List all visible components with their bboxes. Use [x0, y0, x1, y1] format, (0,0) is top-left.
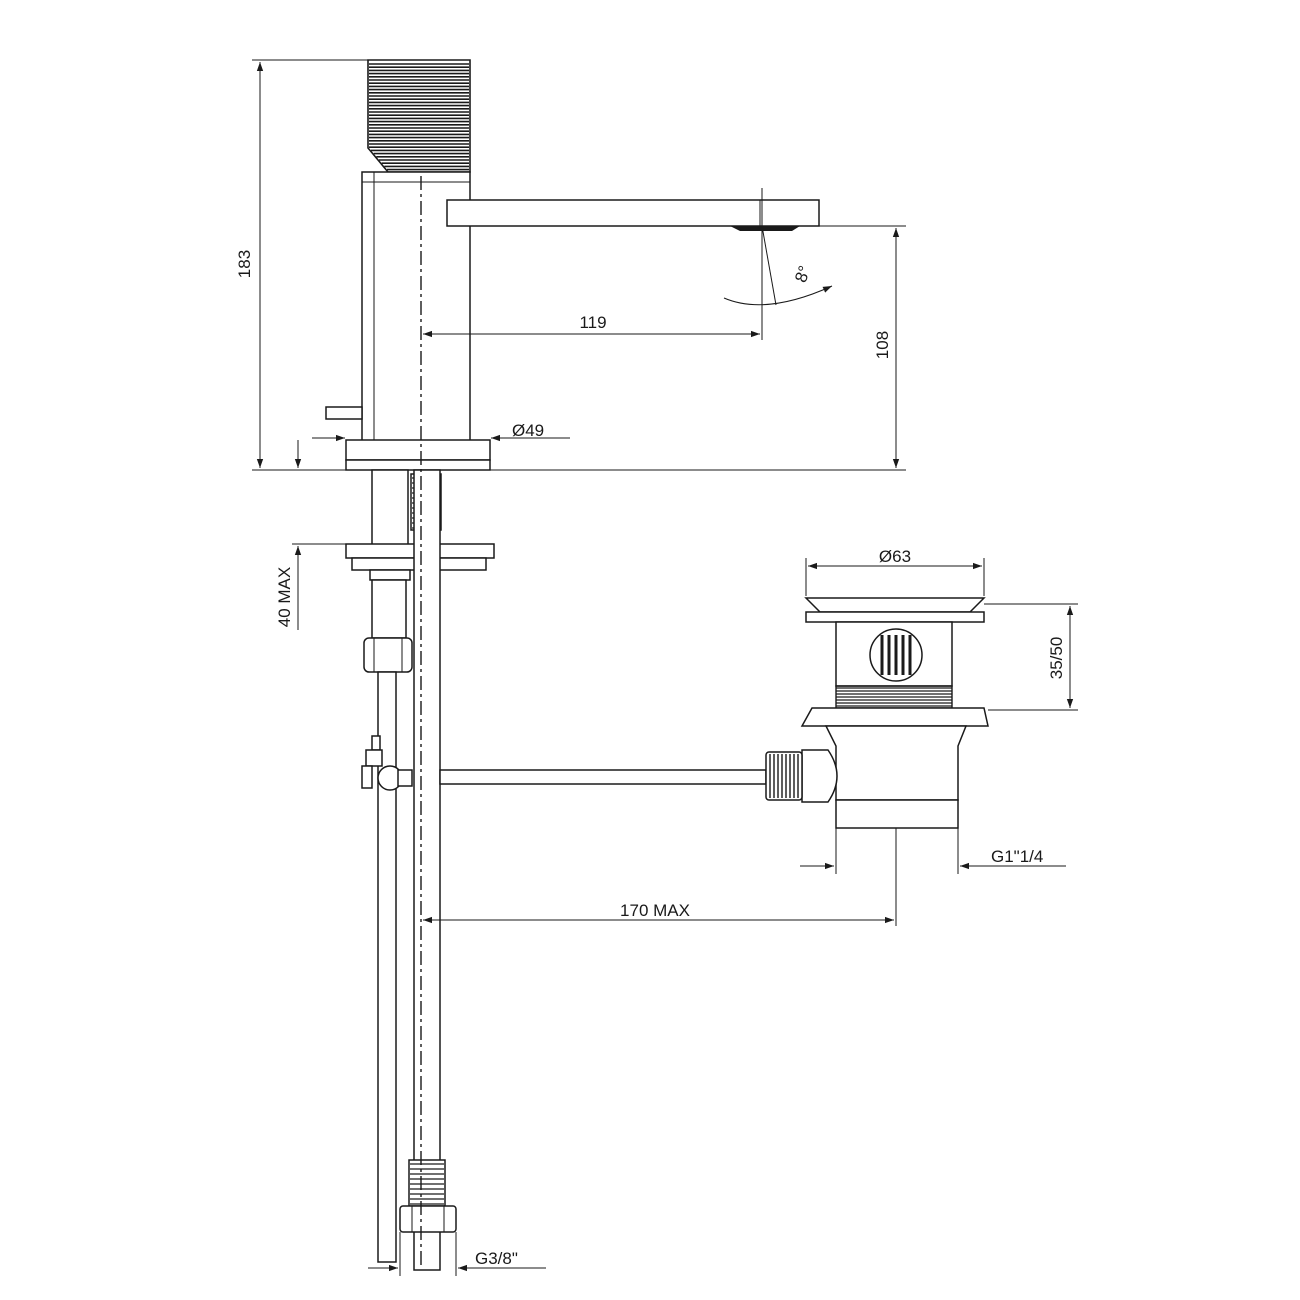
dim-angle: 8° — [791, 263, 814, 285]
under-deck-assembly — [345, 176, 495, 1271]
waste-body — [824, 725, 968, 801]
dim-hose-thread: G3/8" — [475, 1249, 518, 1268]
dim-waste-diameter: Ø63 — [879, 547, 911, 566]
linkage-connector — [765, 751, 803, 801]
base-ring — [345, 439, 491, 461]
dim-waste-height: 35/50 — [1047, 637, 1066, 680]
hose-nut — [399, 1205, 457, 1233]
dim-base-diameter: Ø49 — [512, 421, 544, 440]
waste-nut — [800, 707, 989, 727]
dim-waste-distance: 170 MAX — [620, 901, 690, 920]
pop-up-lever — [325, 406, 363, 420]
threaded-shank — [371, 469, 409, 551]
dimension-lines: 183 108 119 8° Ø49 40 MAX Ø63 35/50 — [235, 59, 1078, 1276]
dim-spout-reach: 119 — [579, 313, 606, 332]
dim-deck-thickness: 40 MAX — [275, 567, 294, 627]
dim-waste-thread: G1"1/4 — [991, 847, 1043, 866]
handle — [367, 59, 471, 173]
dim-total-height: 183 — [235, 250, 254, 278]
pop-up-waste — [439, 597, 989, 829]
spout — [446, 199, 820, 231]
fixing-nut — [363, 637, 413, 673]
dim-spout-height: 108 — [873, 331, 892, 359]
pop-up-rod — [377, 671, 397, 1263]
faucet-body — [325, 59, 820, 471]
linkage-rod — [439, 769, 767, 785]
waste-cap — [804, 597, 986, 613]
rod-clamp — [361, 735, 413, 791]
flexible-hose — [413, 469, 441, 1271]
